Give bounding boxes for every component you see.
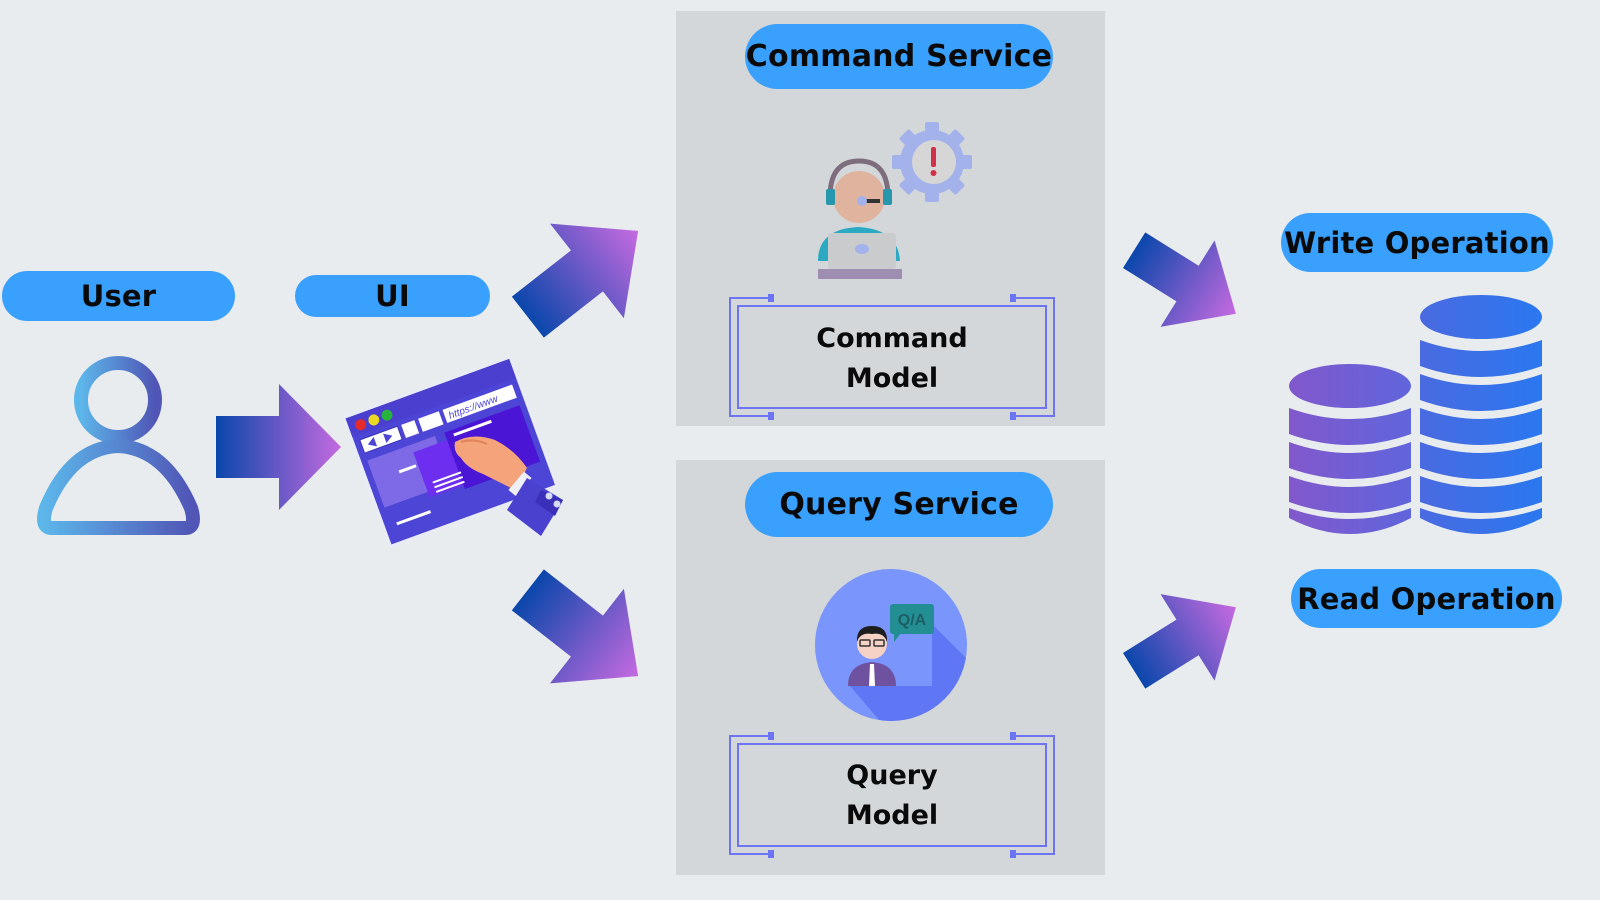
user-label-text: User [80, 279, 157, 313]
command-model-line1: Command [816, 323, 968, 354]
arrow-user-to-ui [216, 384, 341, 510]
query-model-label: Query Model [728, 756, 1056, 836]
ui-label-text: UI [375, 279, 410, 313]
arrow-query-to-db [1122, 594, 1236, 689]
write-operation-label: Write Operation [1281, 213, 1553, 272]
support-agent-gear-alert-icon [818, 122, 972, 279]
query-model-line1: Query [846, 760, 938, 791]
qa-person-icon: Q/A [815, 569, 967, 721]
command-model-frame [729, 294, 1055, 420]
command-service-label-text: Command Service [745, 39, 1053, 74]
arrow-ui-to-query [511, 569, 639, 684]
write-operation-label-text: Write Operation [1284, 225, 1550, 260]
user-outline-icon [37, 356, 200, 535]
read-operation-label: Read Operation [1291, 569, 1562, 628]
query-service-label-text: Query Service [779, 487, 1019, 522]
command-service-panel: Command Service [676, 11, 1105, 426]
arrow-ui-to-command [511, 223, 639, 338]
qa-bubble-text: Q/A [898, 612, 927, 629]
ui-label: UI [295, 275, 490, 317]
query-service-label: Query Service [745, 472, 1053, 537]
command-model-line2: Model [845, 363, 939, 394]
query-model-frame [729, 732, 1055, 858]
arrow-command-to-db [1122, 232, 1236, 327]
database-stack-icon [1289, 295, 1542, 534]
query-model-line2: Model [845, 800, 939, 831]
command-service-label: Command Service [745, 24, 1053, 89]
command-model-label: Command Model [728, 319, 1056, 399]
browser-touch-icon: https://www [341, 355, 563, 549]
read-operation-label-text: Read Operation [1297, 581, 1556, 616]
user-label: User [2, 271, 235, 321]
query-service-panel: Query Service Q/A Query [676, 460, 1105, 875]
